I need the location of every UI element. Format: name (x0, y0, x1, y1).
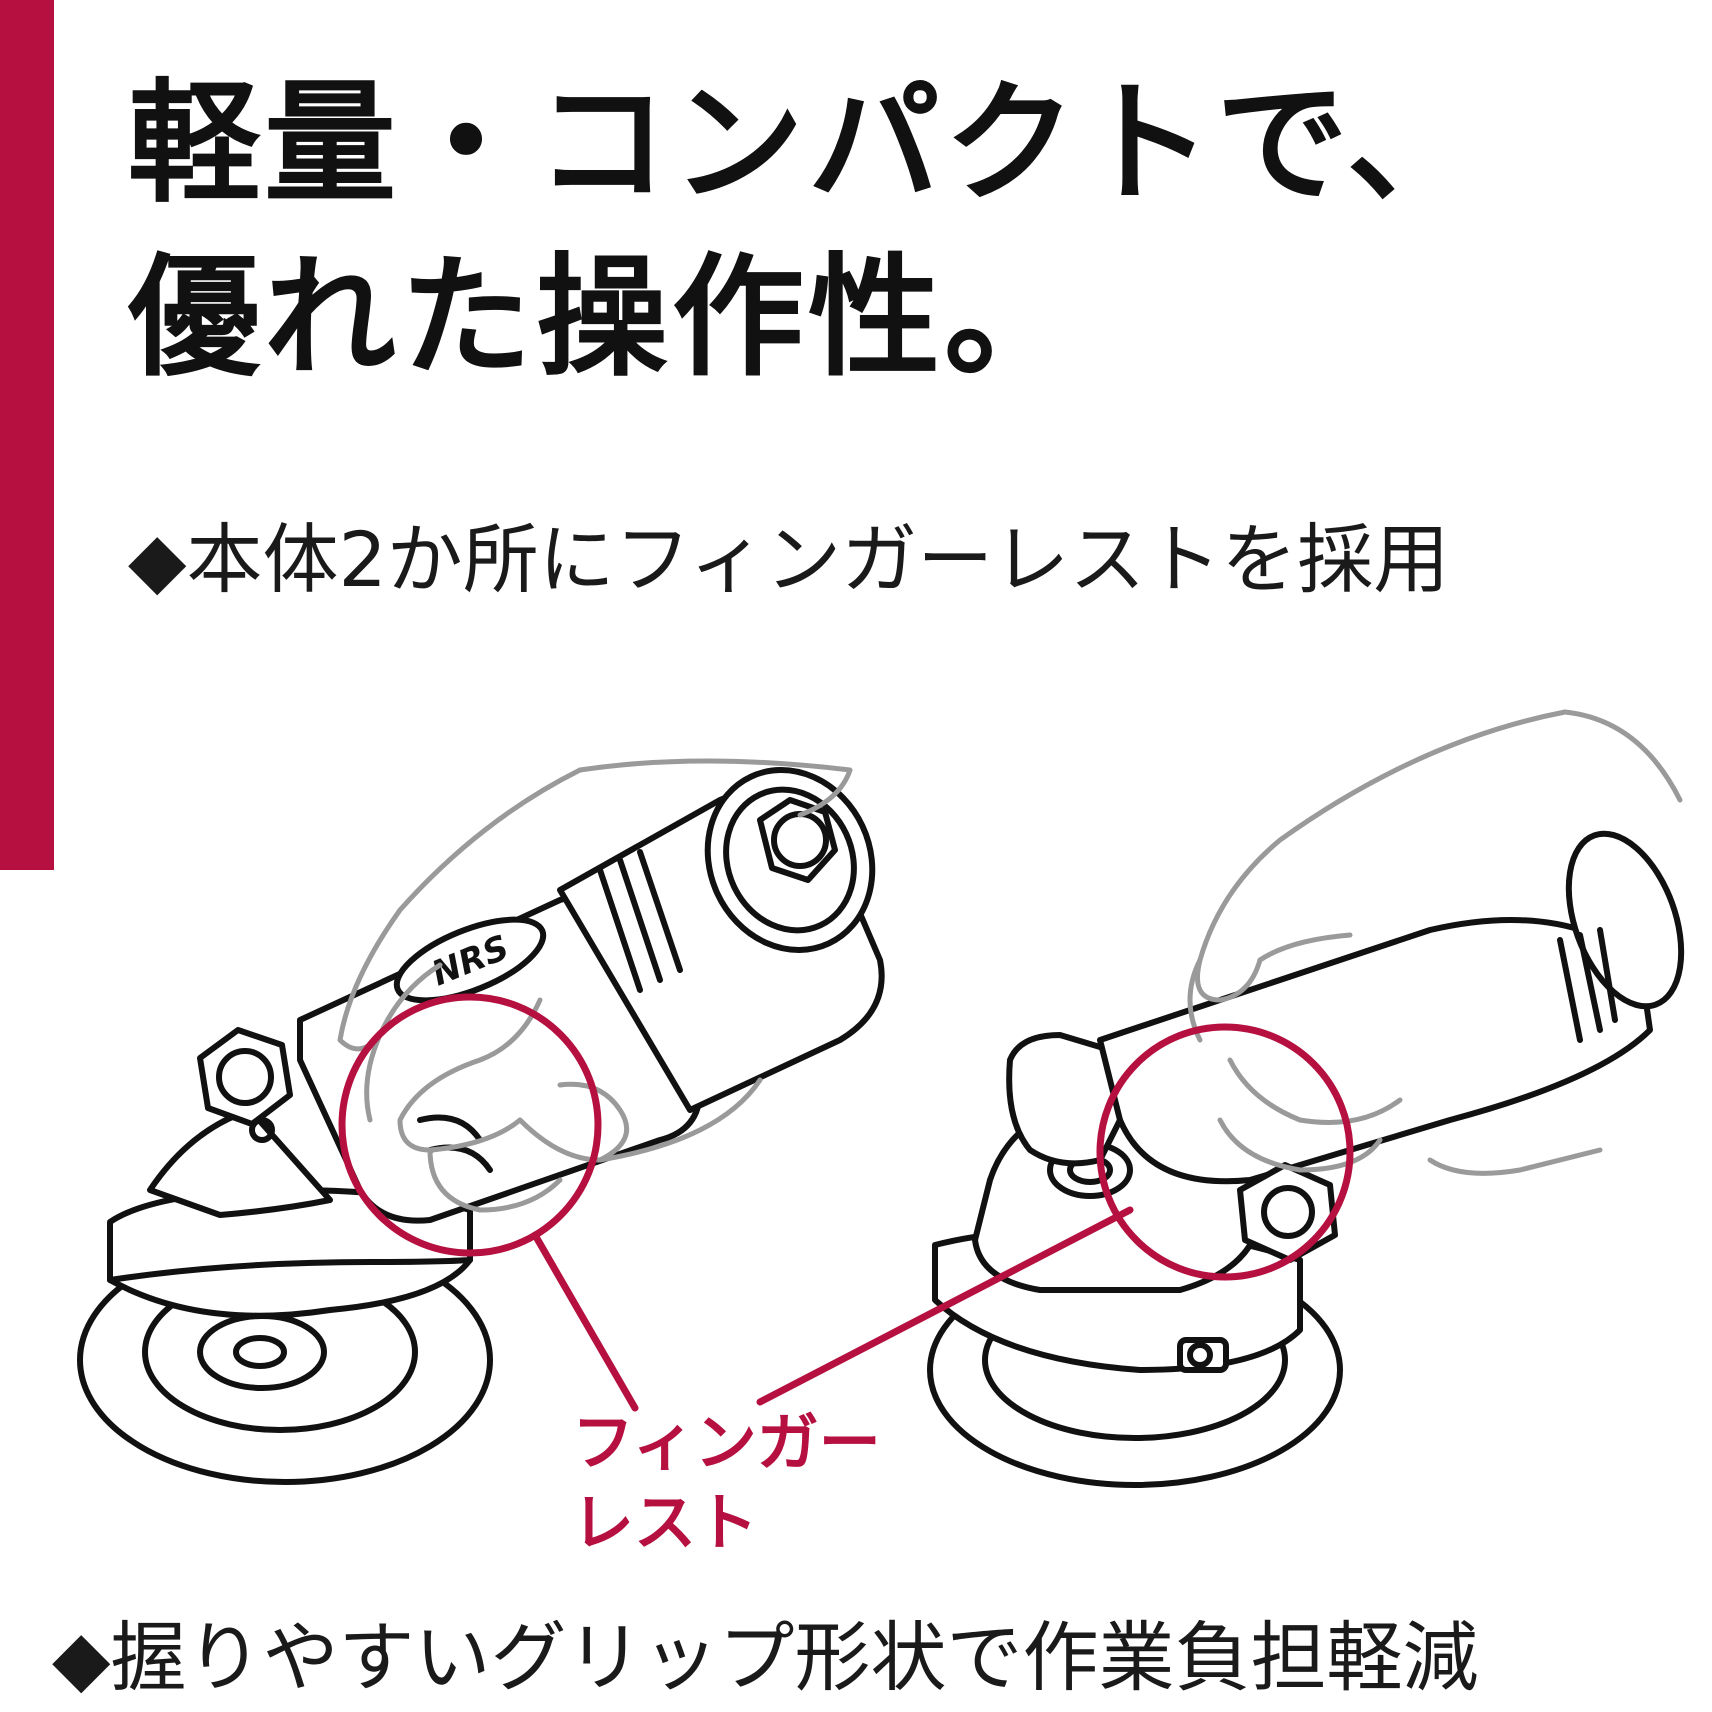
left-finger-rest-highlight (338, 993, 602, 1257)
left-side-handle-nut (197, 1027, 293, 1127)
right-callout-leader (756, 1206, 1134, 1406)
finger-rest-label-line-1: フィンガー (572, 1406, 881, 1479)
nrs-logo-badge (393, 916, 547, 1004)
right-finger-rest-highlight (1096, 1023, 1354, 1281)
left-disc-nut (233, 1335, 287, 1369)
finger-rest-label-line-2: レスト (572, 1486, 759, 1559)
feature-bullet-finger-rest: ◆本体2か所にフィンガーレストを採用 (128, 515, 1450, 604)
headline-line-1: 軽量・コンパクトで、 (128, 67, 1483, 221)
right-grinder-body (1097, 917, 1653, 1185)
right-hand-outline (1187, 709, 1683, 1176)
right-hex-nut (1237, 1162, 1338, 1263)
left-callout-leader (531, 1231, 639, 1412)
finger-rest-callouts (338, 993, 1354, 1412)
accent-bar (0, 0, 54, 870)
left-grinder: NRS (77, 767, 885, 1485)
headline-line-2: 優れた操作性。 (128, 241, 1080, 395)
feature-bullet-grip-shape: ◆握りやすいグリップ形状で作業負担軽減 (52, 1613, 1479, 1702)
